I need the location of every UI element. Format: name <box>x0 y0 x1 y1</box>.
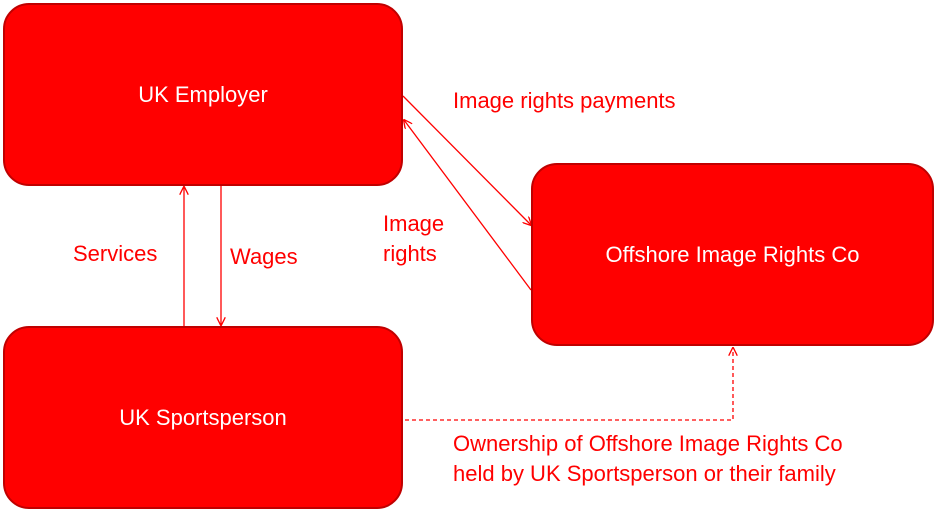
image-rights-label: Image rights <box>383 209 444 269</box>
wages-label: Wages <box>230 244 298 269</box>
image-rights-payments-label: Image rights payments <box>453 88 676 113</box>
ownership-label-line-1: Ownership of Offshore Image Rights Co <box>453 431 843 456</box>
ownership-label: Ownership of Offshore Image Rights Co he… <box>453 429 843 489</box>
uk-sportsperson-node: UK Sportsperson <box>3 326 403 509</box>
uk-employer-node: UK Employer <box>3 3 403 186</box>
ownership-label-line-2: held by UK Sportsperson or their family <box>453 461 836 486</box>
image-rights-label-line-1: Image <box>383 211 445 236</box>
uk-employer-label: UK Employer <box>138 81 268 107</box>
image-rights-arrow <box>404 120 532 291</box>
services-label: Services <box>73 241 158 266</box>
offshore-image-rights-co-label: Offshore Image Rights Co <box>605 241 860 267</box>
offshore-image-rights-co-node: Offshore Image Rights Co <box>531 163 934 346</box>
image-rights-label-line-2: rights <box>383 241 437 266</box>
ownership-arrow <box>405 348 733 421</box>
image-rights-payments-arrow <box>402 95 531 225</box>
uk-sportsperson-label: UK Sportsperson <box>119 404 287 430</box>
